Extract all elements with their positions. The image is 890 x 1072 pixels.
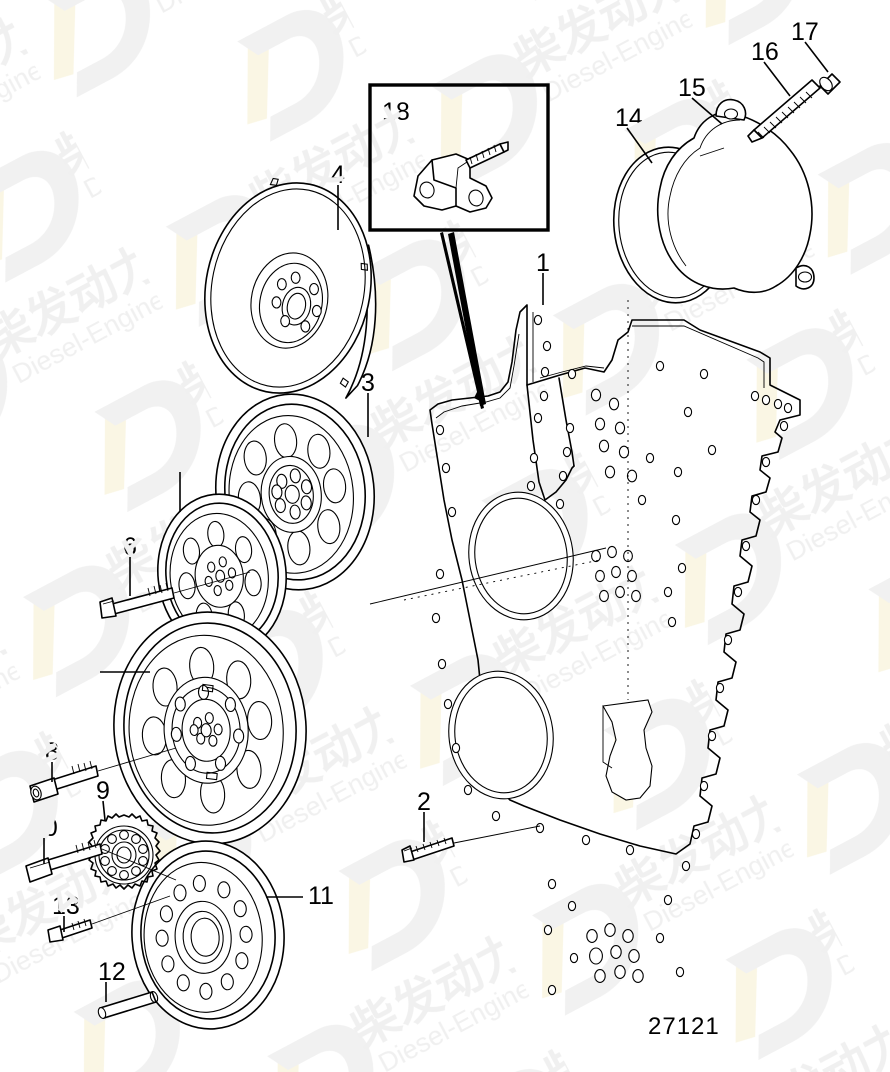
leader-9 [102,800,106,821]
part-6-screw [99,571,251,619]
part-8-screw [29,747,177,803]
part-13-screw [47,895,171,943]
part-9-idler-gear [87,813,161,890]
part-18-bracket [368,83,550,409]
part-15-cover-plate [656,98,815,294]
part-16-cover-screw [747,79,821,143]
leader-15 [691,97,723,125]
part-5-flywheel-geared [157,493,287,655]
part-2-screw [401,825,541,863]
part-17-washer [819,73,841,95]
part-7-flywheel-geared [113,611,307,845]
leader-14 [626,127,653,164]
part-4-flywheel-plain [204,177,377,399]
part-1-housing-plate [369,300,801,996]
leader-16 [763,61,791,97]
part-11-flywheel-geared [131,840,285,1030]
leader-17 [804,41,829,73]
part-12-dowel-pin [97,991,159,1019]
part-10-screw [25,839,177,883]
